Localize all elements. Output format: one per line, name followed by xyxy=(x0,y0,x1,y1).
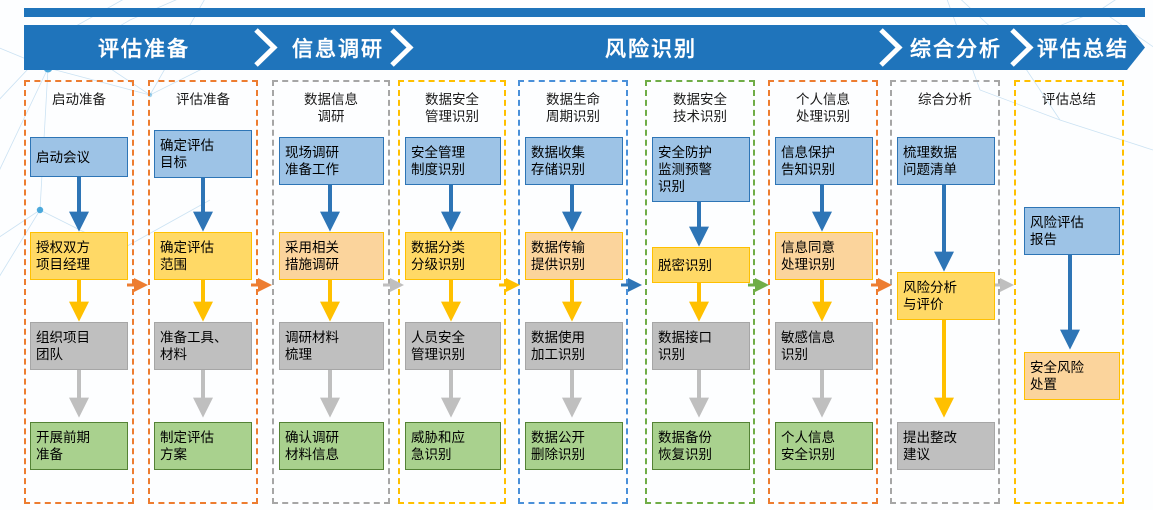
stage-column-1[interactable]: 启动准备 启动会议 授权双方 项目经理 组织项目 团队 开展前期 准备 xyxy=(24,80,134,504)
node-box[interactable]: 现场调研 准备工作 xyxy=(279,137,384,185)
stage-column-5[interactable]: 数据生命 周期识别 数据收集 存储识别 数据传输 提供识别 数据使用 加工识别 … xyxy=(518,80,628,504)
node-box[interactable]: 确定评估 范围 xyxy=(154,232,252,280)
node-box[interactable]: 准备工具、 材料 xyxy=(154,322,252,370)
node-box[interactable]: 信息同意 处理识别 xyxy=(775,232,873,280)
node-box[interactable]: 数据接口 识别 xyxy=(652,322,750,370)
stage-column-8[interactable]: 综合分析 梳理数据 问题清单 风险分析 与评价 提出整改 建议 xyxy=(890,80,1000,504)
node-box[interactable]: 确定评估 目标 xyxy=(154,130,252,178)
phase-label-3[interactable]: 风险识别 xyxy=(605,37,697,61)
node-box[interactable]: 调研材料 梳理 xyxy=(279,322,384,370)
stage-column-4[interactable]: 数据安全 管理识别 安全管理 制度识别 数据分类 分级识别 人员安全 管理识别 … xyxy=(398,80,506,504)
node-box[interactable]: 人员安全 管理识别 xyxy=(405,322,501,370)
node-box[interactable]: 数据传输 提供识别 xyxy=(525,232,623,280)
stage-column-6[interactable]: 数据安全 技术识别 安全防护 监测预警 识别 脱密识别 数据接口 识别 数据备份… xyxy=(645,80,755,504)
node-box[interactable]: 授权双方 项目经理 xyxy=(30,232,128,280)
phase-label-2[interactable]: 信息调研 xyxy=(292,37,384,61)
column-title: 数据生命 周期识别 xyxy=(546,92,600,124)
stage-column-3[interactable]: 数据信息 调研 现场调研 准备工作 采用相关 措施调研 调研材料 梳理 确认调研… xyxy=(272,80,390,504)
node-box[interactable]: 安全管理 制度识别 xyxy=(405,137,501,185)
stage-column-7[interactable]: 个人信息 处理识别 信息保护 告知识别 信息同意 处理识别 敏感信息 识别 个人… xyxy=(768,80,878,504)
node-box[interactable]: 安全防护 监测预警 识别 xyxy=(652,137,750,202)
node-box[interactable]: 组织项目 团队 xyxy=(30,322,128,370)
column-title: 数据安全 管理识别 xyxy=(425,92,479,124)
stage-column-2[interactable]: 评估准备 确定评估 目标 确定评估 范围 准备工具、 材料 制定评估 方案 xyxy=(148,80,258,504)
phase-band: 评估准备 信息调研 风险识别 综合分析 评估总结 xyxy=(24,25,1145,70)
header-top-rule xyxy=(24,8,1145,17)
node-box[interactable]: 安全风险 处置 xyxy=(1024,352,1120,400)
column-title: 启动准备 xyxy=(52,92,106,107)
node-box[interactable]: 个人信息 安全识别 xyxy=(775,422,873,470)
node-box[interactable]: 数据备份 恢复识别 xyxy=(652,422,750,470)
node-box[interactable]: 敏感信息 识别 xyxy=(775,322,873,370)
node-box[interactable]: 开展前期 准备 xyxy=(30,422,128,470)
phase-label-5[interactable]: 评估总结 xyxy=(1037,37,1129,61)
node-box[interactable]: 脱密识别 xyxy=(652,247,750,283)
column-title: 数据信息 调研 xyxy=(304,92,358,124)
node-box[interactable]: 确认调研 材料信息 xyxy=(279,422,384,470)
stage-column-9[interactable]: 评估总结 风险评估 报告 安全风险 处置 xyxy=(1014,80,1124,504)
node-box[interactable]: 数据分类 分级识别 xyxy=(405,232,501,280)
node-box[interactable]: 风险分析 与评价 xyxy=(897,272,995,320)
node-box[interactable]: 数据公开 删除识别 xyxy=(525,422,623,470)
column-title: 综合分析 xyxy=(918,92,972,107)
node-box[interactable]: 数据收集 存储识别 xyxy=(525,137,623,185)
node-box[interactable]: 梳理数据 问题清单 xyxy=(897,137,995,185)
node-box[interactable]: 采用相关 措施调研 xyxy=(279,232,384,280)
column-title: 数据安全 技术识别 xyxy=(673,92,727,124)
phase-label-4[interactable]: 综合分析 xyxy=(910,37,1002,61)
column-title: 评估准备 xyxy=(176,92,230,107)
node-box[interactable]: 提出整改 建议 xyxy=(897,422,995,470)
column-title: 个人信息 处理识别 xyxy=(796,92,850,124)
node-box[interactable]: 信息保护 告知识别 xyxy=(775,137,873,185)
node-box[interactable]: 启动会议 xyxy=(30,137,128,177)
node-box[interactable]: 风险评估 报告 xyxy=(1024,207,1120,255)
node-box[interactable]: 制定评估 方案 xyxy=(154,422,252,470)
column-title: 评估总结 xyxy=(1042,92,1096,107)
phase-label-1[interactable]: 评估准备 xyxy=(98,37,190,61)
node-box[interactable]: 数据使用 加工识别 xyxy=(525,322,623,370)
node-box[interactable]: 威胁和应 急识别 xyxy=(405,422,501,470)
